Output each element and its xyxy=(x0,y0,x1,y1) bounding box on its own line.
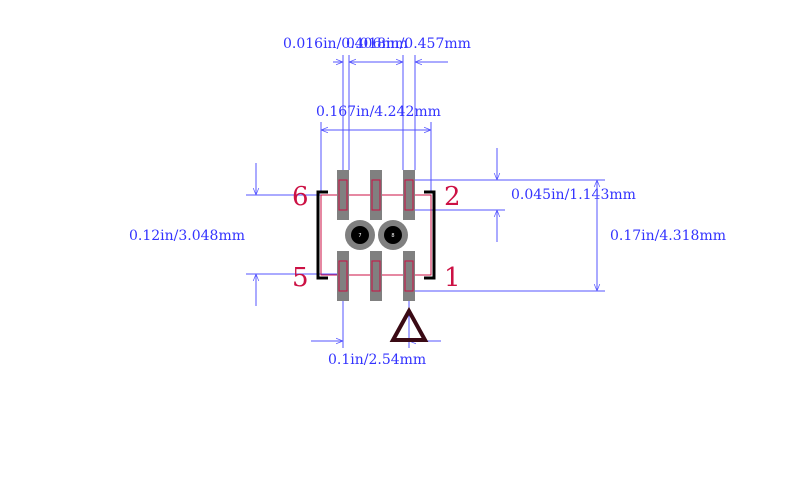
overall-height-label: 0.17in/4.318mm xyxy=(610,228,726,244)
overall-width-label: 0.167in/4.242mm xyxy=(316,104,441,120)
pad-5 xyxy=(337,251,349,301)
row-spacing-dimension: 0.12in/3.048mm xyxy=(129,163,343,306)
silkscreen-right-bracket xyxy=(424,190,436,280)
pad-bottom-middle-outline xyxy=(371,260,381,292)
pin-label-1: 1 xyxy=(444,263,461,293)
pad-2 xyxy=(403,170,415,220)
silkscreen-left-bracket xyxy=(316,190,328,280)
pad-1 xyxy=(403,251,415,301)
via-8: 8 xyxy=(378,220,408,250)
pad-5-outline xyxy=(338,260,348,292)
via-8-hole xyxy=(384,226,402,244)
via-8-label: 8 xyxy=(391,233,394,239)
row-spacing-label: 0.12in/3.048mm xyxy=(129,228,245,244)
overall-width-dimension: 0.167in/4.242mm xyxy=(316,104,441,192)
pad-gap-label: 0.018in/0.457mm xyxy=(346,36,471,52)
pad-bottom-middle xyxy=(370,251,382,301)
pad-width-dimension: 0.016in/0.406mm 0.018in/0.457mm xyxy=(283,36,471,170)
pad-top-middle xyxy=(370,170,382,220)
pin-label-6: 6 xyxy=(292,182,309,212)
via-7-label: 7 xyxy=(358,233,361,239)
pitch-label: 0.1in/2.54mm xyxy=(328,352,426,368)
triangle-pin1-marker-icon xyxy=(389,306,429,342)
bottom-pad-row xyxy=(337,251,415,301)
via-7-hole xyxy=(351,226,369,244)
pad-1-outline xyxy=(404,260,414,292)
overall-height-dimension: 0.17in/4.318mm xyxy=(409,179,726,292)
pin-label-5: 5 xyxy=(292,263,309,293)
pad-6 xyxy=(337,170,349,220)
pad-top-middle-outline xyxy=(371,179,381,211)
pad-height-label: 0.045in/1.143mm xyxy=(511,187,636,203)
pad-width-label: 0.016in/0.406mm xyxy=(283,36,408,52)
pin-label-2: 2 xyxy=(444,182,461,212)
pad-2-outline xyxy=(404,179,414,211)
top-pad-row xyxy=(337,170,415,220)
pad-6-outline xyxy=(338,179,348,211)
via-7: 7 xyxy=(345,220,375,250)
